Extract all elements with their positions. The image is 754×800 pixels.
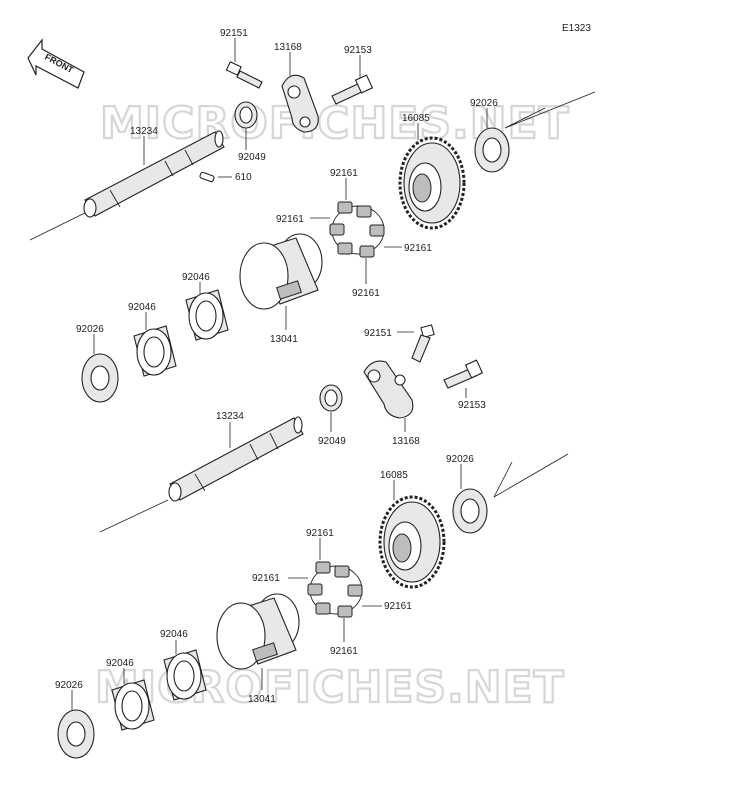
bearing-92046-b [133,325,177,377]
hub-13041 [239,233,323,310]
washer-92026-left [81,353,119,403]
hub-13041-bottom [216,593,300,670]
bolt-92151-bottom [411,324,435,363]
bearing-92046-a [185,289,229,341]
label-16085-bottom: 16085 [380,470,408,481]
lever-13168-bottom [363,360,414,419]
label-92161-left: 92161 [276,214,304,225]
watermark-bottom: MICROFICHES.NET [95,662,565,713]
label-92161-bottom-bottom: 92161 [330,646,358,657]
dampers-92161-bottom [307,561,363,618]
label-13168-bottom: 13168 [392,436,420,447]
label-92161-bottom: 92161 [352,288,380,299]
label-92151: 92151 [220,28,248,39]
bolt-92153-bottom [443,359,484,389]
bearing-92046-a-bottom [163,649,207,701]
bolt-92153 [331,74,374,105]
assembly-top: 92151 13168 92153 92026 16085 13234 9204… [29,28,596,403]
seal-92049-bottom [319,384,343,412]
pin-610 [199,171,215,183]
label-92153-bottom: 92153 [458,400,486,411]
shaft-13234 [83,130,225,218]
front-arrow-icon: FRONT [27,38,85,89]
label-92026-right: 92026 [470,98,498,109]
bearing-92046-b-bottom [111,679,155,731]
label-610: 610 [235,172,252,183]
label-92046-b-bottom: 92046 [106,658,134,669]
label-92049-bottom: 92049 [318,436,346,447]
label-92161-right: 92161 [404,243,432,254]
assembly-bottom: 92151 92153 13168 13234 92049 16085 9202… [55,324,569,759]
label-92026-right-bottom: 92026 [446,454,474,465]
gear-16085-bottom [378,495,446,589]
washer-92026-left-bottom [57,709,95,759]
diagram-code: E1323 [562,23,591,34]
dampers-92161 [329,201,385,258]
label-92026-left: 92026 [76,324,104,335]
label-13168: 13168 [274,42,302,53]
label-92046-a-bottom: 92046 [160,629,188,640]
washer-92026-right [474,127,510,173]
label-92049: 92049 [238,152,266,163]
label-13041-bottom: 13041 [248,694,276,705]
bolt-92151 [225,61,263,89]
label-92161-left-bottom: 92161 [252,573,280,584]
label-92046-b: 92046 [128,302,156,313]
label-92161-top: 92161 [330,168,358,179]
label-13234: 13234 [130,126,158,137]
seal-92049 [234,101,258,129]
label-92161-right-bottom: 92161 [384,601,412,612]
label-92153: 92153 [344,45,372,56]
label-13234-bottom: 13234 [216,411,244,422]
label-16085: 16085 [402,113,430,124]
label-13041: 13041 [270,334,298,345]
label-92151-bottom: 92151 [364,328,392,339]
gear-16085 [398,136,466,230]
label-92026-left-bottom: 92026 [55,680,83,691]
label-92161-top-bottom: 92161 [306,528,334,539]
label-92046-a: 92046 [182,272,210,283]
lever-13168 [281,74,319,133]
washer-92026-right-bottom [452,488,488,534]
shaft-13234-bottom [168,416,304,502]
